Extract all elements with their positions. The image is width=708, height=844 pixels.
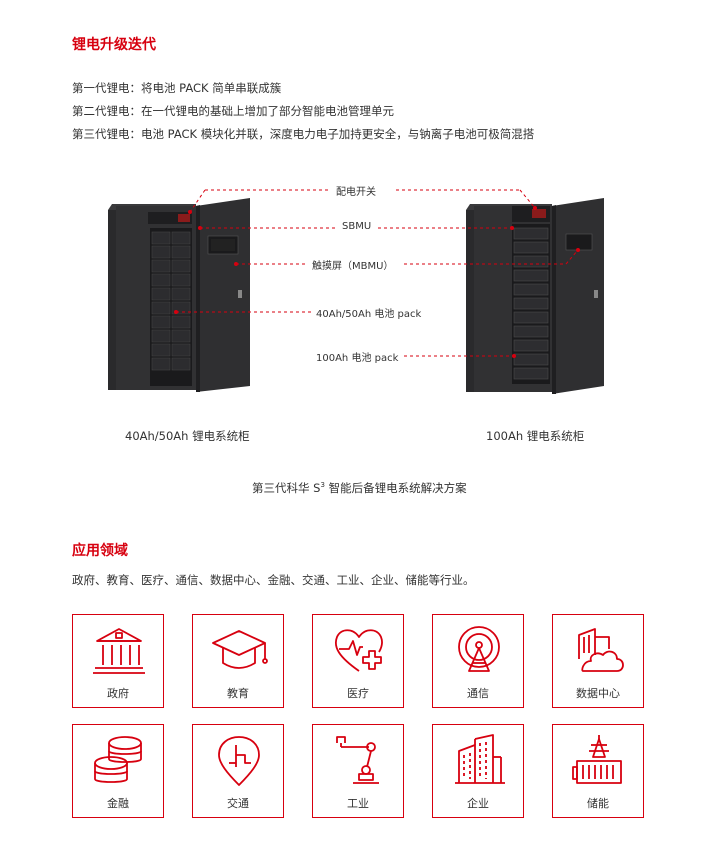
tile-government-label: 政府	[107, 687, 129, 700]
office-tower-icon	[455, 734, 505, 784]
tile-finance: 金融	[72, 724, 164, 818]
callout-touchscreen-mbmu: 触摸屏（MBMU）	[308, 257, 398, 272]
figure-caption-sup: 3	[320, 481, 325, 490]
generation-1-text: 第一代锂电：将电池 PACK 简单串联成簇	[72, 81, 282, 95]
robot-arm-icon	[336, 736, 379, 784]
tile-education-label: 教育	[227, 687, 249, 700]
applications-description: 政府、教育、医疗、通信、数据中心、金融、交通、工业、企业、储能等行业。	[72, 573, 475, 587]
callout-100ah-pack: 100Ah 电池 pack	[312, 349, 403, 364]
tile-industry: 工业	[312, 724, 404, 818]
map-pin-road-icon	[218, 736, 260, 786]
left-cabinet-image	[108, 198, 250, 392]
tile-traffic-label: 交通	[227, 797, 249, 810]
left-cabinet-caption: 40Ah/50Ah 锂电系统柜	[125, 429, 250, 443]
tile-data-center: 数据中心	[552, 614, 644, 708]
callout-sbmu: SBMU	[338, 221, 376, 232]
tile-energy-storage: 储能	[552, 724, 644, 818]
tile-medical-label: 医疗	[347, 687, 369, 700]
callout-distribution-switch: 配电开关	[332, 183, 380, 198]
tile-data-center-label: 数据中心	[576, 687, 620, 700]
figure-main-caption: 第三代科华 S3 智能后备锂电系统解决方案	[252, 480, 467, 496]
tile-education: 教育	[192, 614, 284, 708]
tile-industry-label: 工业	[347, 797, 369, 810]
right-cabinet-caption: 100Ah 锂电系统柜	[486, 429, 585, 443]
figure-caption-suffix: 智能后备锂电系统解决方案	[324, 481, 467, 495]
heart-cross-icon	[335, 629, 383, 672]
right-cabinet-image	[466, 198, 604, 394]
tile-government: 政府	[72, 614, 164, 708]
coin-stack-icon	[94, 736, 142, 783]
energy-storage-icon	[572, 735, 622, 784]
graduation-cap-icon	[212, 630, 268, 669]
tile-traffic: 交通	[192, 724, 284, 818]
tile-communication-label: 通信	[467, 687, 489, 700]
section-title-applications: 应用领域	[72, 543, 128, 559]
tile-enterprise: 企业	[432, 724, 524, 818]
tile-energy-storage-label: 储能	[587, 797, 609, 810]
government-building-icon	[93, 628, 145, 674]
figure-caption-prefix: 第三代科华 S	[252, 481, 321, 495]
section-title-lithium-upgrade: 锂电升级迭代	[72, 37, 156, 53]
tile-finance-label: 金融	[107, 797, 129, 810]
cabinet-figure	[108, 189, 604, 394]
signal-tower-icon	[458, 626, 500, 672]
callout-40-50ah-pack: 40Ah/50Ah 电池 pack	[312, 305, 426, 320]
generation-2-text: 第二代锂电：在一代锂电的基础上增加了部分智能电池管理单元	[72, 104, 394, 118]
cloud-building-icon	[578, 628, 624, 672]
tile-medical: 医疗	[312, 614, 404, 708]
tile-enterprise-label: 企业	[467, 797, 489, 810]
tile-communication: 通信	[432, 614, 524, 708]
generation-3-text: 第三代锂电：电池 PACK 模块化并联，深度电力电子加持更安全，与钠离子电池可极…	[72, 127, 535, 141]
